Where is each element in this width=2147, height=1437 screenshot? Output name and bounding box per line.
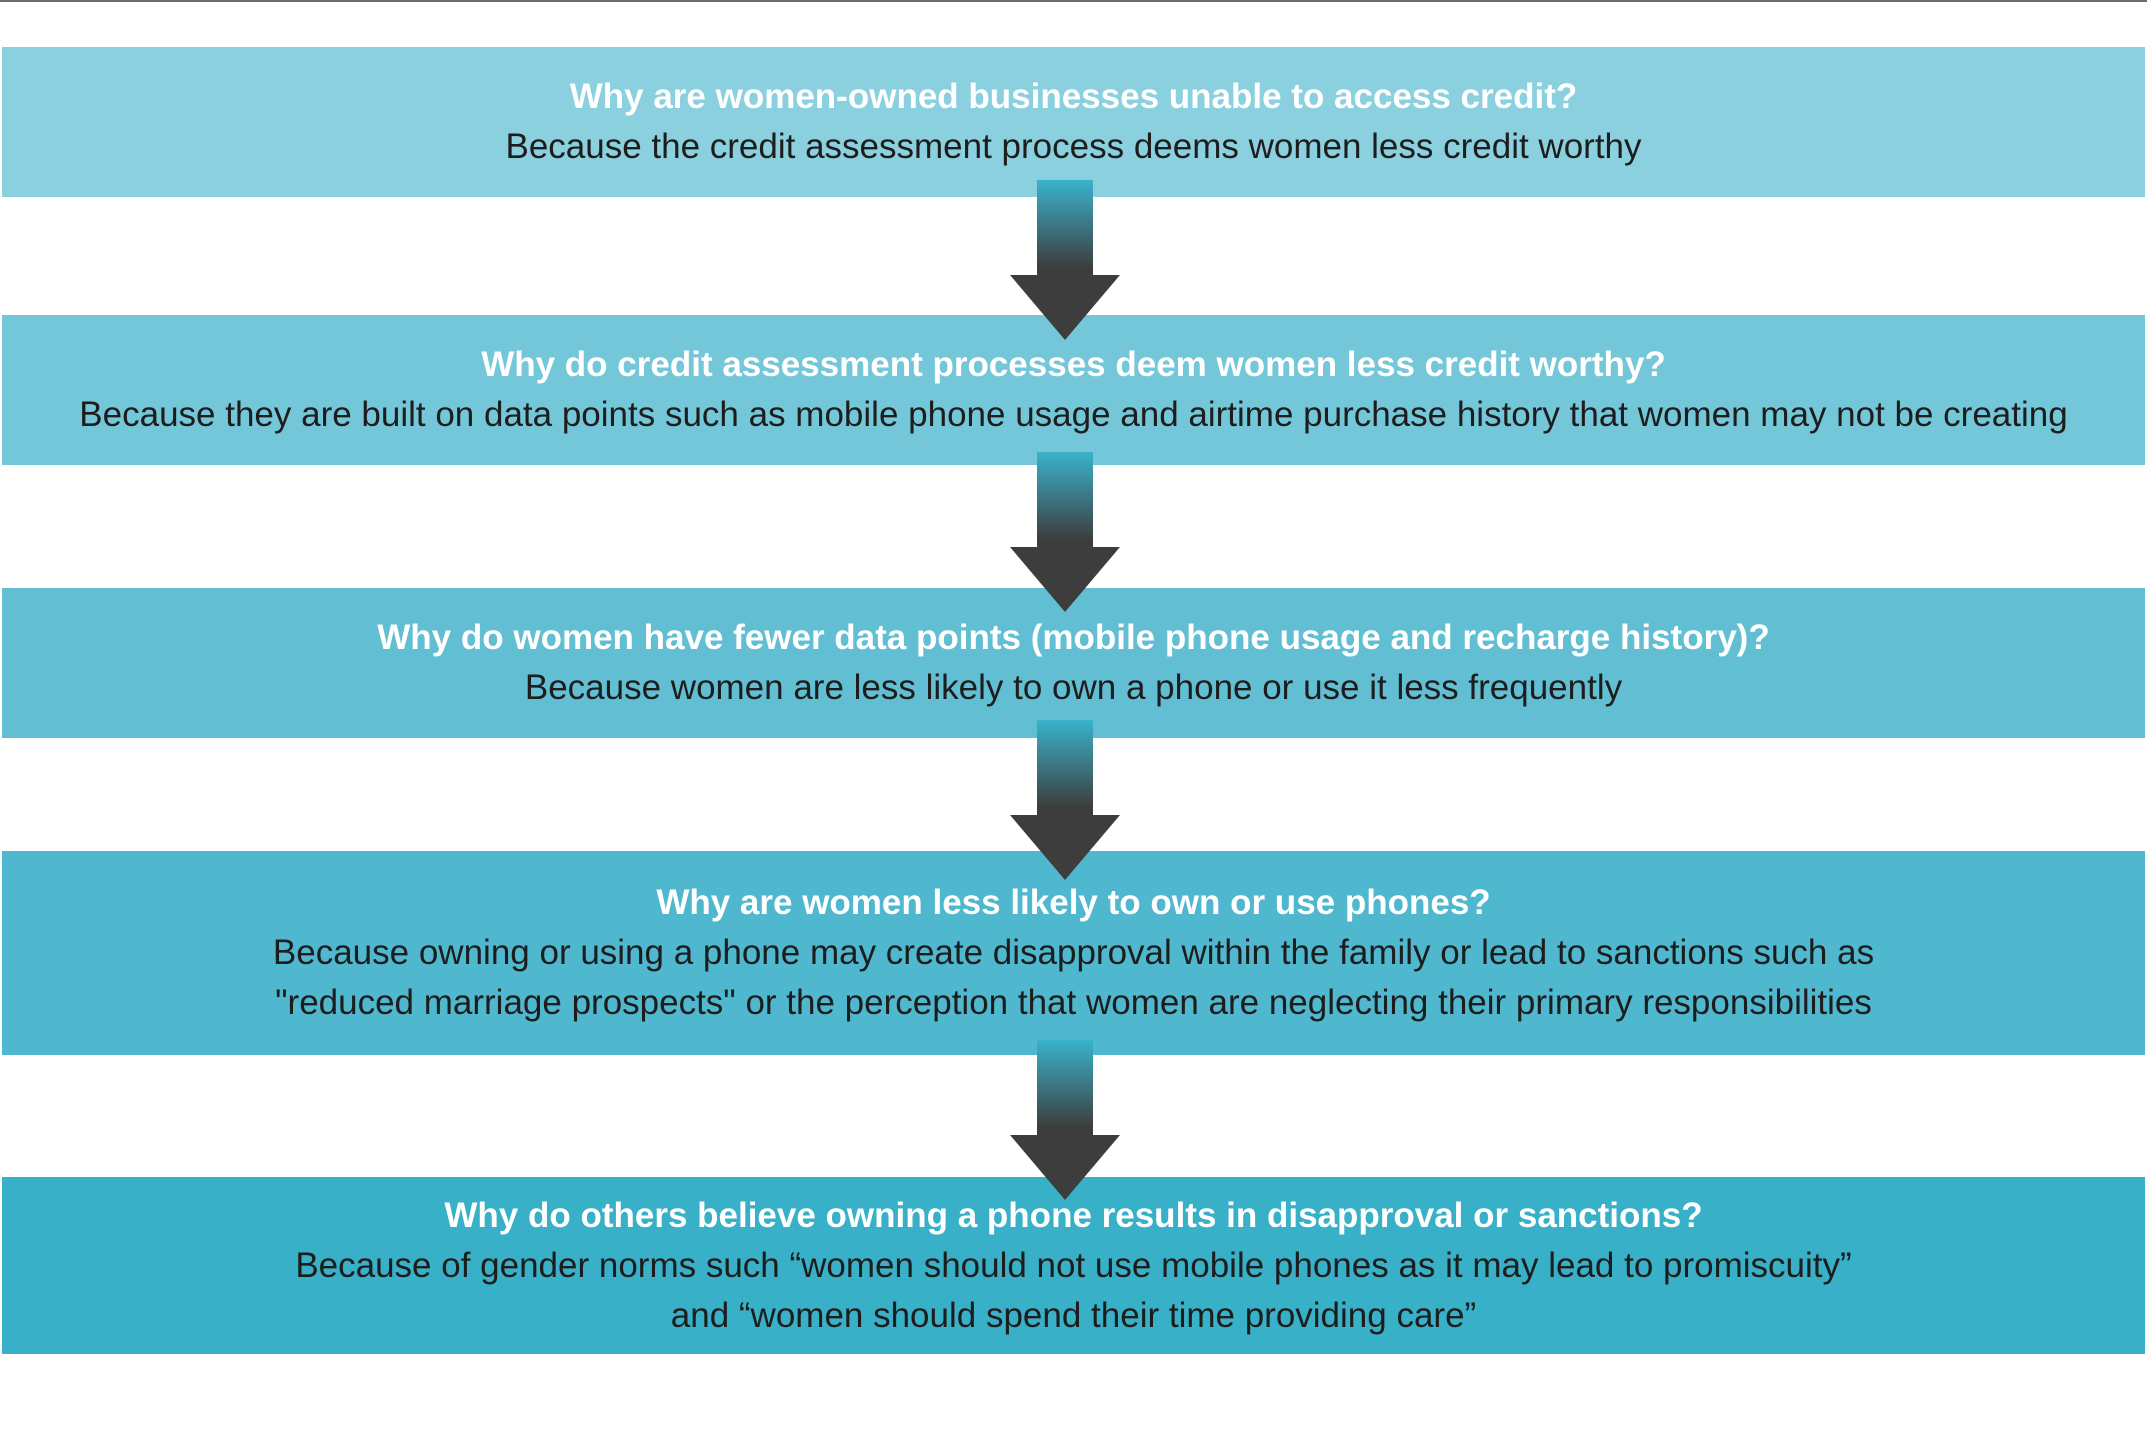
top-rule — [0, 0, 2147, 2]
why-step-3: Why do women have fewer data points (mob… — [2, 588, 2145, 738]
down-arrow-icon — [1010, 452, 1120, 614]
step-2-question: Why do credit assessment processes deem … — [481, 345, 1666, 384]
down-arrow-icon — [1010, 180, 1120, 342]
why-step-4: Why are women less likely to own or use … — [2, 851, 2145, 1055]
step-4-question: Why are women less likely to own or use … — [656, 883, 1491, 922]
step-1-question: Why are women-owned businesses unable to… — [569, 77, 1578, 116]
down-arrow-icon — [1010, 720, 1120, 882]
step-3-question: Why do women have fewer data points (mob… — [377, 618, 1770, 657]
step-2-answer: Because they are built on data points su… — [79, 395, 2068, 434]
down-arrow-icon — [1010, 1040, 1120, 1202]
step-3-answer: Because women are less likely to own a p… — [524, 668, 1623, 707]
step-5-question: Why do others believe owning a phone res… — [444, 1195, 1703, 1235]
why-step-2: Why do credit assessment processes deem … — [2, 315, 2145, 465]
step-4-answer: Because owning or using a phone may crea… — [272, 933, 1875, 1022]
why-step-5: Why do others believe owning a phone res… — [2, 1177, 2145, 1354]
step-5-answer: Because of gender norms such “women shou… — [295, 1245, 1852, 1335]
step-1-answer: Because the credit assessment process de… — [505, 127, 1642, 166]
why-step-1: Why are women-owned businesses unable to… — [2, 47, 2145, 197]
